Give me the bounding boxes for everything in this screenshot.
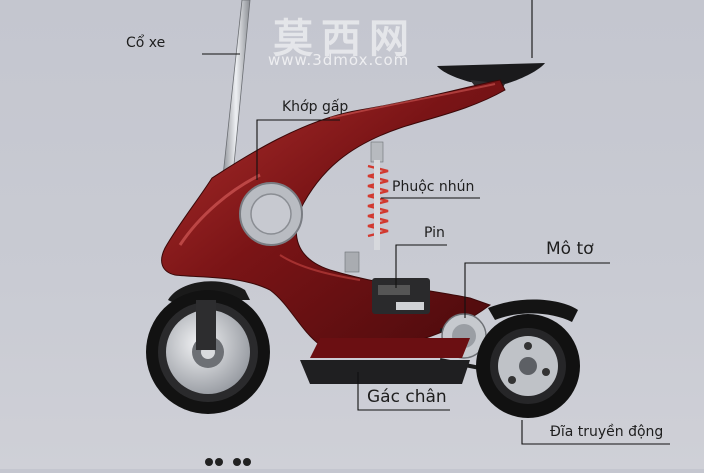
label-footrest: Gác chân <box>367 389 447 406</box>
rear-suspension <box>345 142 388 272</box>
label-suspension: Phuộc nhún <box>392 180 474 194</box>
battery-pack <box>372 278 430 314</box>
watermark-url: www.3dmox.com <box>268 51 409 69</box>
label-folding-joint: Khớp gấp <box>282 100 348 114</box>
rear-wheel <box>476 300 580 418</box>
front-wheel <box>146 281 270 414</box>
folding-joint <box>240 183 302 245</box>
label-motor: Mô tơ <box>546 241 594 258</box>
folded-scooter-thumbnails <box>205 458 251 466</box>
label-drive-disc: Đĩa truyền động <box>550 425 663 439</box>
label-battery: Pin <box>424 226 445 240</box>
label-handlebar-stem: Cổ xe <box>126 36 165 50</box>
footrest <box>300 338 470 384</box>
